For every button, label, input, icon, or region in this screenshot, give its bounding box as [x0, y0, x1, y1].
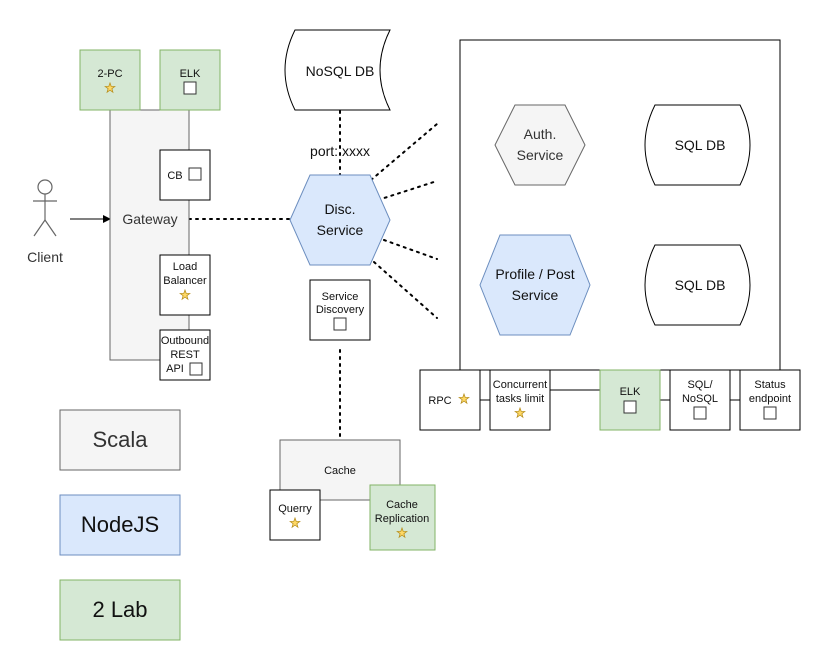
querry-label: Querry: [278, 503, 312, 515]
disc-ray-1: [370, 123, 438, 181]
sql-nosql-label-2: NoSQL: [682, 393, 718, 405]
gateway: Gateway: [109, 109, 190, 361]
concurrent-label-1: Concurrent: [493, 379, 547, 391]
gateway-box: [109, 109, 190, 361]
profile-post-label-2: Service: [512, 287, 559, 303]
sql-db-auth-label: SQL DB: [675, 137, 726, 153]
legend-nodejs-label: NodeJS: [81, 512, 159, 537]
sql-db-profile-label: SQL DB: [675, 277, 726, 293]
outbound-rest-api-box: Outbound REST API: [159, 329, 211, 381]
elk-gateway-box: ELK: [159, 49, 221, 111]
two-pc-label: 2-PC: [97, 68, 122, 80]
legend-scala: Scala: [59, 409, 181, 471]
load-balancer-box: Load Balancer: [159, 254, 211, 316]
two-pc-box: 2-PC: [79, 49, 141, 111]
service-discovery-box: Service Discovery: [309, 279, 371, 341]
sql-nosql-box: SQL/ NoSQL: [669, 369, 731, 431]
elk-service-label: ELK: [620, 386, 641, 398]
sql-db-profile: SQL DB: [644, 244, 751, 326]
legend-scala-label: Scala: [92, 427, 148, 452]
legend-2lab-label: 2 Lab: [92, 597, 147, 622]
auth-service-label-1: Auth.: [524, 126, 557, 142]
disc-ray-3: [383, 239, 438, 260]
cache-replication-label-1: Cache: [386, 499, 418, 511]
querry-box: Querry: [269, 489, 321, 541]
checkbox-icon: [623, 400, 637, 414]
sql-db-auth: SQL DB: [644, 104, 751, 186]
checkbox-icon: [188, 167, 202, 181]
elk-service-box: ELK: [599, 369, 661, 431]
load-balancer-label-2: Balancer: [163, 275, 207, 287]
nosql-db: NoSQL DB: [284, 29, 391, 111]
disc-service: Disc. Service: [289, 174, 391, 266]
disc-ray-4: [373, 261, 438, 319]
cb-box: CB: [159, 149, 211, 201]
concurrent-tasks-box: Concurrent tasks limit: [489, 369, 551, 431]
user-actor-icon: [33, 179, 57, 237]
outbound-label-2: REST: [170, 349, 200, 361]
status-endpoint-box: Status endpoint: [739, 369, 801, 431]
profile-post-label-1: Profile / Post: [495, 266, 574, 282]
outbound-label-1: Outbound: [161, 335, 209, 347]
auth-service: Auth. Service: [494, 104, 586, 186]
port-label: port: xxxx: [310, 143, 370, 159]
status-label-1: Status: [754, 379, 786, 391]
cache-replication-box: Cache Replication: [369, 484, 436, 551]
rpc-box: RPC: [419, 369, 481, 431]
status-label-2: endpoint: [749, 393, 791, 405]
checkbox-icon: [693, 406, 707, 420]
cache-label: Cache: [324, 465, 356, 477]
nosql-db-label: NoSQL DB: [306, 63, 375, 79]
checkbox-icon: [763, 406, 777, 420]
concurrent-label-2: tasks limit: [496, 393, 544, 405]
client-actor: Client: [27, 179, 63, 265]
outbound-label-3: API: [166, 363, 184, 375]
disc-ray-2: [377, 180, 438, 201]
legend-2lab: 2 Lab: [59, 579, 181, 641]
disc-service-label-1: Disc.: [324, 201, 355, 217]
checkbox-icon: [183, 81, 197, 95]
disc-service-label-2: Service: [317, 222, 364, 238]
sql-nosql-label-1: SQL/: [687, 379, 713, 391]
auth-service-label-2: Service: [517, 147, 564, 163]
checkbox-icon: [333, 317, 347, 331]
load-balancer-label-1: Load: [173, 261, 197, 273]
profile-post-service: Profile / Post Service: [479, 234, 591, 336]
client-label: Client: [27, 249, 63, 265]
rpc-label: RPC: [428, 395, 451, 407]
legend: Scala NodeJS 2 Lab: [59, 409, 181, 641]
elk-gateway-label: ELK: [180, 68, 201, 80]
service-discovery-label-1: Service: [322, 291, 359, 303]
service-discovery-label-2: Discovery: [316, 304, 365, 316]
gateway-label: Gateway: [122, 211, 177, 227]
checkbox-icon: [189, 362, 203, 376]
cb-label: CB: [167, 170, 182, 182]
legend-nodejs: NodeJS: [59, 494, 181, 556]
cache-replication-label-2: Replication: [375, 513, 429, 525]
